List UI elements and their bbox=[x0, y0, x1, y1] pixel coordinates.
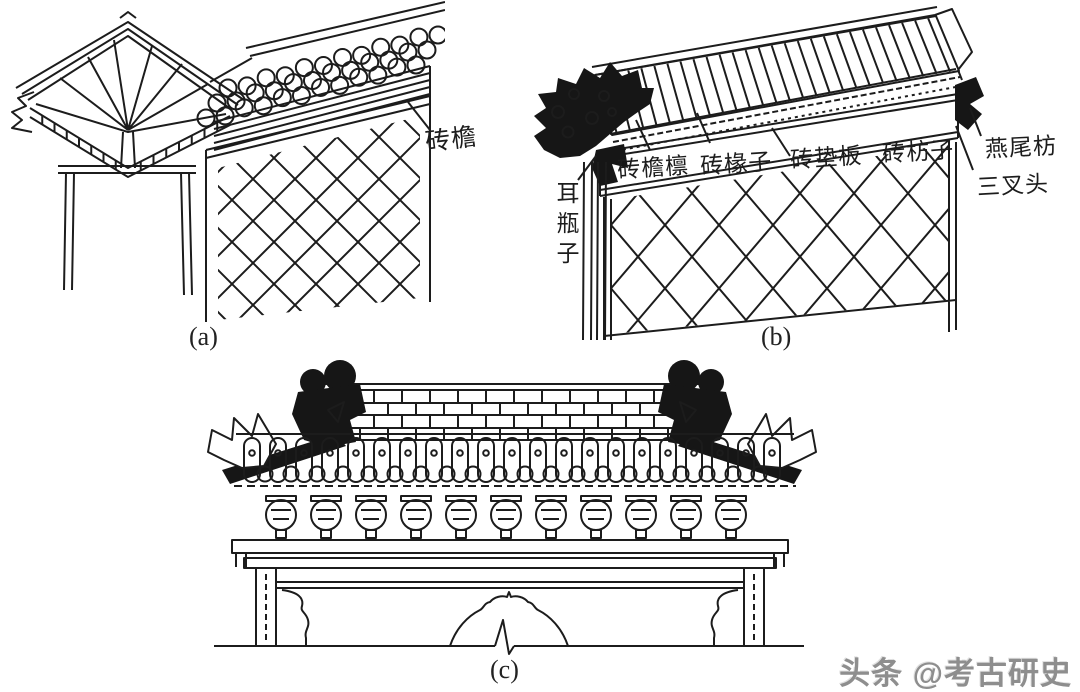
label-brick-rafter: 砖椽子 bbox=[699, 148, 774, 179]
rear-wall-edges bbox=[205, 95, 431, 332]
gate-lintel-legs bbox=[58, 165, 196, 296]
lower-beam bbox=[243, 557, 777, 569]
opening-top-edge bbox=[276, 581, 744, 589]
gable-radiating-lines bbox=[59, 39, 209, 131]
brick-eave-bands bbox=[213, 65, 431, 151]
label-dovetail-fang: 燕尾枋 bbox=[984, 133, 1058, 162]
left-spandrel bbox=[281, 589, 310, 646]
dovetail-ornament bbox=[955, 77, 984, 130]
gable-v-edge bbox=[35, 103, 227, 133]
frieze-band bbox=[599, 93, 959, 197]
corner-posts bbox=[582, 161, 607, 340]
ridge-beast-figurine bbox=[292, 360, 366, 447]
ridge-brick-band bbox=[317, 389, 704, 441]
rear-coping bbox=[209, 1, 445, 83]
figure-a-caption: (a) bbox=[185, 322, 222, 352]
figure-c-caption: (c) bbox=[486, 655, 523, 685]
label-brick-fang: 砖枋子 bbox=[881, 136, 956, 167]
watermark: 头条 @考古研史 bbox=[839, 656, 1072, 691]
upper-beam bbox=[231, 539, 789, 554]
dovetail-leaders bbox=[955, 107, 982, 171]
carved-pier-head bbox=[534, 62, 654, 158]
brick-eave-leader bbox=[407, 101, 431, 131]
roof-right-cap bbox=[934, 8, 973, 81]
label-leader-lines bbox=[635, 112, 791, 157]
figure-b-caption: (b) bbox=[757, 322, 796, 352]
eave-edge bbox=[609, 68, 957, 135]
figure-b-drawing bbox=[534, 6, 984, 340]
gate-eave-lines bbox=[15, 11, 245, 111]
under-eave-dentils-1 bbox=[612, 76, 961, 143]
tile-end-roundels bbox=[243, 437, 781, 483]
left-tail-ornament bbox=[11, 91, 35, 133]
label-brick-pad-board: 砖垫板 bbox=[789, 142, 864, 173]
pier-bracket bbox=[592, 144, 628, 186]
right-spandrel bbox=[710, 589, 739, 646]
label-brick-purlin: 砖檐檩 bbox=[616, 152, 691, 183]
ridge-lines bbox=[591, 6, 938, 76]
label-trident-head: 三叉头 bbox=[976, 171, 1050, 200]
ear-vase-leader bbox=[577, 155, 597, 181]
beam-end-tabs bbox=[235, 553, 785, 567]
break-symbol bbox=[494, 619, 515, 655]
wall-edges bbox=[603, 140, 957, 340]
corbel-ticks bbox=[41, 115, 219, 171]
label-brick-eave: 砖檐 bbox=[423, 123, 479, 157]
figure-a-drawing bbox=[11, 1, 445, 332]
round-tile-rows bbox=[196, 25, 445, 128]
cloud-arch bbox=[449, 591, 569, 647]
lattice-wall bbox=[218, 116, 420, 320]
label-ear-vase: 耳瓶子 bbox=[553, 181, 578, 271]
figure-c-drawing bbox=[207, 359, 817, 655]
corbel-band bbox=[29, 107, 231, 178]
bracket-ornaments bbox=[265, 495, 747, 539]
pier-carving-holes bbox=[551, 88, 617, 139]
